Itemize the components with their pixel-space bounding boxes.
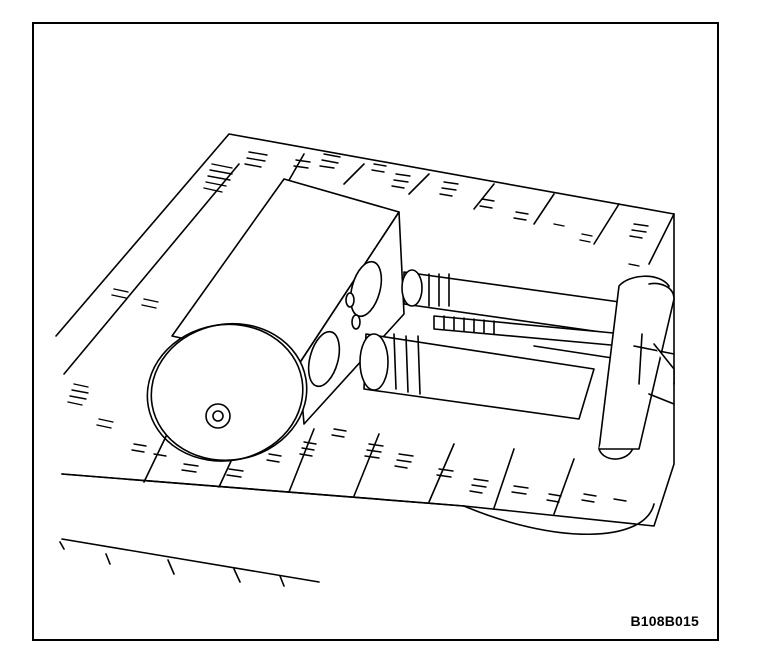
expansion-valve-body: [146, 178, 405, 462]
technical-illustration: [55, 133, 675, 587]
evaporator-core: [55, 133, 675, 587]
fin-divisions: [143, 153, 675, 515]
fin-hash-marks: [67, 151, 649, 503]
illustration-frame: B108B015: [32, 22, 719, 641]
tube-bend-outline: [463, 503, 655, 536]
mounting-plate: [598, 275, 675, 460]
figure-code: B108B015: [630, 613, 699, 629]
lower-fin-row: [59, 538, 320, 587]
valve-port-lower: [307, 330, 341, 388]
core-front-edge: [61, 473, 465, 507]
lower-line: [363, 333, 595, 420]
